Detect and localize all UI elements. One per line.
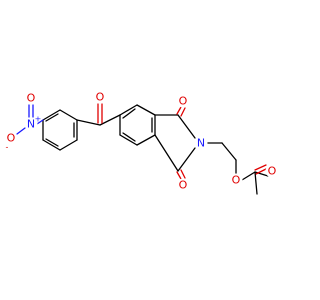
ring-bond [42, 109, 61, 121]
ketone-bond [76, 119, 101, 126]
ring-bond [136, 104, 156, 116]
ring-bond [59, 109, 78, 121]
atom-nitro-o-top: O [27, 92, 36, 105]
ring-double-bond [122, 132, 136, 142]
atom-acetyl-o: O [268, 165, 277, 178]
imide-ring-bond [177, 114, 196, 139]
imide-ring-bond [154, 134, 179, 172]
nitro-bond [16, 127, 26, 135]
ring-bond [42, 139, 61, 151]
chain-bond [221, 142, 237, 161]
ester-bond [254, 171, 269, 177]
ring-bond [119, 134, 138, 146]
charge-nitro-o-left: - [6, 143, 9, 152]
imide-carbonyl [180, 107, 186, 117]
atom-imide-o-bottom: O [179, 179, 188, 192]
imide-carbonyl [180, 169, 186, 179]
atom-imide-o-top: O [179, 95, 188, 108]
ketone-bond [99, 114, 121, 126]
atom-nitro-o-left: O [7, 132, 16, 145]
methyl-bond [254, 171, 258, 195]
ring-double-bond [122, 108, 136, 119]
chemical-structure-diagram: N + O O - O O O N O O [4, 90, 279, 195]
ester-double-bond [254, 164, 267, 171]
imide-carbonyl [176, 171, 182, 180]
atom-nitro-n: N [27, 118, 35, 131]
atom-ketone-o: O [96, 91, 105, 104]
bond-layer [16, 103, 269, 195]
atom-label-layer: N + O O - O O O N O O [4, 90, 279, 192]
ring-bond [59, 139, 78, 151]
nitro-bond [36, 119, 44, 125]
ring-double-bond [45, 113, 59, 122]
atom-ester-o: O [232, 174, 241, 187]
imide-carbonyl [176, 106, 182, 115]
ring-bond [119, 104, 138, 116]
ester-bond [241, 171, 256, 181]
ring-double-bond [45, 138, 59, 147]
charge-nitro-n: + [35, 115, 42, 124]
ring-bond [136, 134, 156, 146]
imide-ring-bond [177, 147, 196, 172]
atom-imide-n: N [197, 137, 205, 150]
